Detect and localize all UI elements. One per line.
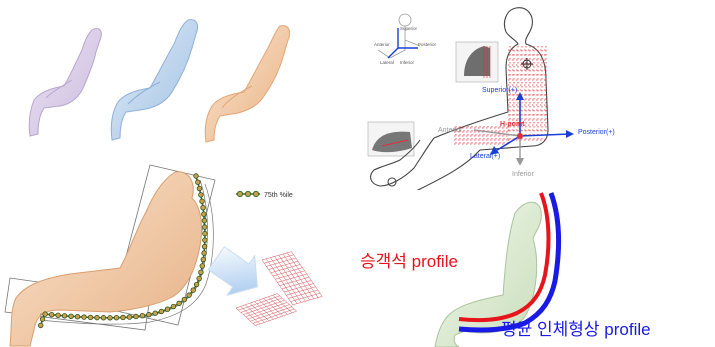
profile-dot [177,301,182,306]
profile-dot [40,317,45,322]
profile-dot [114,315,119,320]
label-inferior: Inferior [512,171,534,178]
profile-dot [171,304,176,309]
profile-dot [196,180,201,185]
profile-comparison: 승객석 profile 평균 인체형상 profile [355,185,715,347]
profile-dot [202,251,207,256]
inset-label-anterior: Anterior [374,42,390,47]
seat-contour-svg: 75th %ile [0,150,330,347]
profile-dot [197,276,202,281]
label-hpoint: H-point [500,121,525,128]
profile-dot [121,315,126,320]
seated-body-svg [0,0,330,150]
seated-body-orange-large [10,172,202,346]
profile-dot [82,315,87,320]
seated-body-renderings [0,0,330,150]
inset-label-posterior: Posterior [418,42,437,47]
profile-dot [200,199,205,204]
profile-dot [56,313,61,318]
profile-dot [153,311,158,316]
seat-back-photo-inset [456,42,498,82]
profile-dot [134,314,139,319]
inset-axis-figure [378,14,420,58]
profile-dot [69,314,74,319]
profile-dot [88,315,93,320]
seat-contour-analysis: 75th %ile [0,150,330,347]
profile-dot [201,205,206,210]
coordinate-svg: Superior Anterior Posterior Inferior Lat… [360,0,715,190]
profile-dot [197,186,202,191]
profile-dot [202,244,207,249]
inset-label-lateral: Lateral [380,60,394,65]
profile-dot [182,297,187,302]
seat-profile-label: 승객석 profile [360,247,458,272]
profile-dot [191,288,196,293]
profile-dot [200,264,205,269]
profile-dot [108,315,113,320]
seated-body-purple [29,28,101,136]
profile-dot [75,314,80,319]
seated-body-blue [111,20,197,140]
profile-dot [203,238,208,243]
profile-dot [187,293,192,298]
profile-dot [165,307,170,312]
profile-dot [62,313,67,318]
profile-dot [38,323,43,328]
profile-dot [202,225,207,230]
legend-label: 75th %ile [264,192,293,199]
profile-dot [201,257,206,262]
legend: 75th %ile [236,191,293,199]
profile-dot [202,218,207,223]
profile-dot [159,309,164,314]
profile-dot [194,174,199,179]
profile-dot [203,231,208,236]
seat-cushion-photo-inset [368,122,414,156]
profile-dot [140,313,145,318]
profile-dot [95,315,100,320]
target-icon [521,58,533,70]
label-anterior: Anterior [438,127,463,134]
profile-dot [202,212,207,217]
profile-dot [127,315,132,320]
profile-dot [101,315,106,320]
profile-dot [49,312,54,317]
label-posterior: Posterior(+) [578,129,615,136]
profile-dot [194,282,199,287]
profile-dot [43,312,48,317]
profile-dot [199,270,204,275]
body-profile-label: 평균 인체형상 profile [501,315,651,340]
inset-label-inferior: Inferior [400,60,415,65]
h-point-marker [517,133,523,139]
profile-dot [147,312,152,317]
inset-label-superior: Superior [400,26,418,31]
label-lateral: Lateral(+) [470,153,500,160]
body-coordinate-diagram: Superior Anterior Posterior Inferior Lat… [360,0,715,190]
label-superior: Superior(+) [482,87,517,94]
seated-body-orange [205,26,289,142]
profile-dot [199,193,204,198]
